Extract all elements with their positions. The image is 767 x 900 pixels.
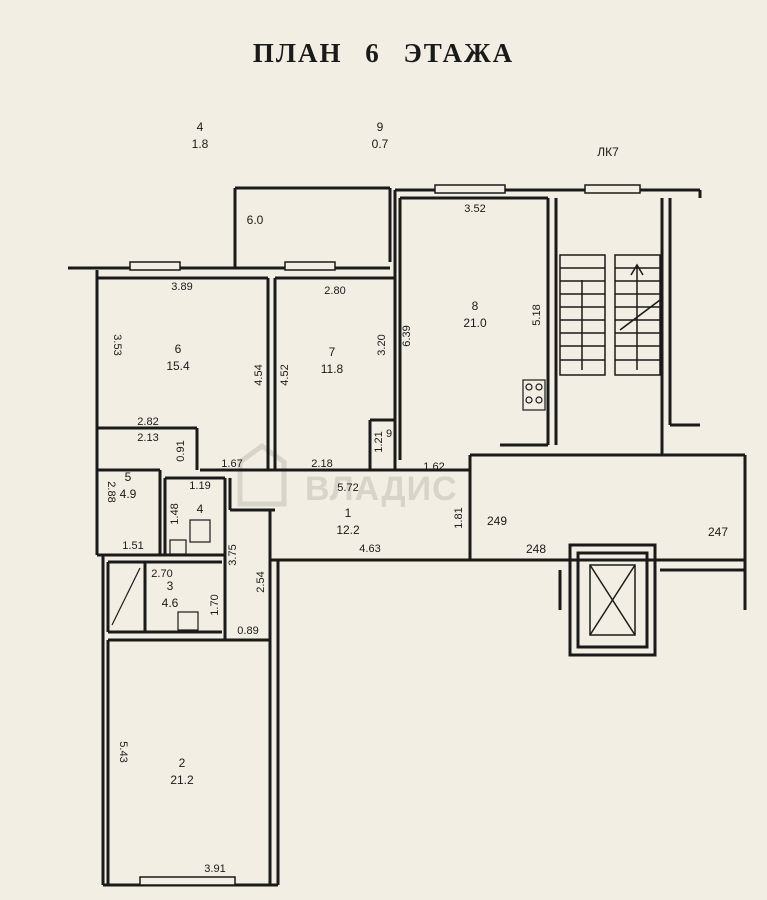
dimension-label: 2.80 [324, 285, 345, 297]
room-area: 12.2 [336, 523, 360, 537]
room-number: 8 [472, 299, 479, 313]
dimension-labels: 3.89 2.80 3.52 3.53 4.54 4.52 3.20 6.39 … [105, 203, 728, 875]
room-number: 4 [197, 502, 204, 516]
dimension-label: 6.39 [401, 325, 413, 346]
room-area: 21.2 [170, 773, 194, 787]
dimension-label: 3.89 [171, 281, 192, 293]
room-number: 5 [125, 470, 132, 484]
room-area: 21.0 [463, 316, 487, 330]
dimension-label: 1.70 [209, 594, 221, 615]
dimension-label: 4.54 [253, 364, 265, 385]
walls [68, 186, 747, 887]
dimension-label: 2.13 [137, 432, 158, 444]
plan-title: ПЛАН 6 ЭТАЖА [252, 38, 515, 68]
room-number: 3 [167, 579, 174, 593]
room-area: 15.4 [166, 359, 190, 373]
staircase [559, 254, 661, 376]
watermark-logo: ВЛАДИС [237, 442, 458, 508]
dimension-label: 3.53 [111, 334, 123, 355]
stair-label: ЛК7 [597, 145, 619, 159]
dimension-label: 0.91 [175, 440, 187, 461]
dimension-label: 3.75 [227, 544, 239, 565]
room-number: 2 [179, 756, 186, 770]
room-number: 4 [197, 120, 204, 134]
dimension-label: 2.82 [137, 416, 158, 428]
room-area: 0.7 [372, 137, 389, 151]
dimension-label: 2.54 [255, 571, 267, 592]
dimension-label: 1.21 [373, 431, 385, 452]
dimension-label: 3.52 [464, 203, 485, 215]
dimension-label: 247 [708, 525, 728, 539]
dimension-label: 9 [386, 428, 392, 440]
dimension-label: 1.19 [189, 480, 210, 492]
dimension-label: 0.89 [237, 625, 258, 637]
windows [129, 184, 641, 886]
room-number: 7 [329, 345, 336, 359]
dimension-label: 3.91 [204, 863, 225, 875]
dimension-label: 1.67 [221, 458, 242, 470]
dimension-label: 4.63 [359, 543, 380, 555]
room-number: 9 [377, 120, 384, 134]
elevator-icon [589, 564, 636, 636]
dimension-label: 1.81 [453, 507, 465, 528]
room-labels: 4 1.8 9 0.7 ЛК7 6.0 6 15.4 7 11.8 8 21.0… [120, 120, 619, 787]
dimension-label: 5.18 [531, 304, 543, 325]
dimension-label: 5.43 [117, 741, 129, 762]
dimension-label: 5.72 [337, 482, 358, 494]
fixtures [111, 379, 546, 631]
dimension-label: 2.70 [151, 568, 172, 580]
dimension-label: 2.18 [311, 458, 332, 470]
room-area: 11.8 [321, 362, 344, 376]
dimension-label: 4.52 [279, 364, 291, 385]
dimension-label: 1.62 [423, 461, 444, 473]
dimension-label: 249 [487, 514, 507, 528]
room-area: 1.8 [192, 137, 209, 151]
dimension-label: 1.48 [169, 503, 181, 524]
watermark-text: ВЛАДИС [305, 470, 458, 508]
room-area: 4.6 [162, 596, 179, 610]
room-area: 4.9 [120, 487, 137, 501]
dimension-label: 248 [526, 542, 546, 556]
room-number: 6 [175, 342, 182, 356]
dimension-label: 3.20 [376, 334, 388, 355]
balcony-area: 6.0 [247, 213, 264, 227]
room-number: 1 [345, 506, 352, 520]
dimension-label: 2.88 [105, 481, 117, 502]
dimension-label: 1.51 [122, 540, 143, 552]
